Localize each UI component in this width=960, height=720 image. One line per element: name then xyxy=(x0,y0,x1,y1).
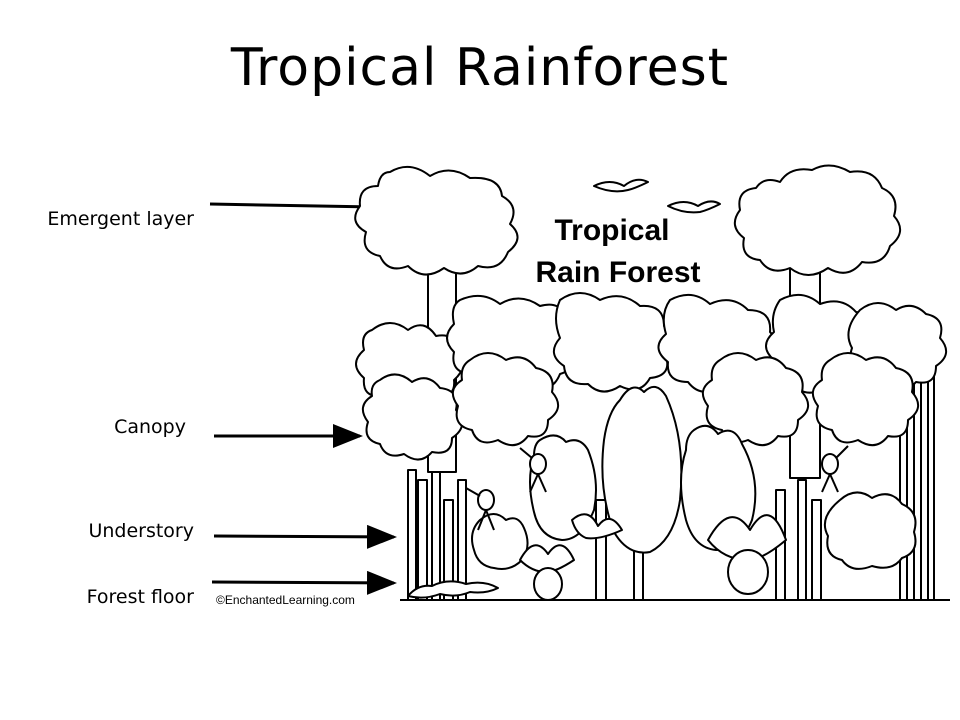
bird-1 xyxy=(593,178,649,193)
bush-right xyxy=(824,491,917,570)
page-title: Tropical Rainforest xyxy=(230,38,730,98)
emergent-crown-right xyxy=(733,164,901,276)
pointer-forest-floor xyxy=(211,570,397,595)
plant-center xyxy=(707,514,787,595)
emergent-crown-left xyxy=(354,165,519,276)
canopy-crown-10 xyxy=(811,352,919,447)
plant-small xyxy=(571,513,623,540)
pointer-understory xyxy=(213,524,397,549)
label-canopy: Canopy xyxy=(114,416,186,438)
illustration-title-line1: Tropical xyxy=(554,214,669,247)
credit-text: ©EnchantedLearning.com xyxy=(216,593,355,607)
monkey-center xyxy=(519,447,547,493)
canopy-crown-7 xyxy=(361,373,463,461)
label-emergent-layer: Emergent layer xyxy=(47,208,194,230)
plant-left xyxy=(519,544,575,601)
label-forest-floor: Forest floor xyxy=(86,586,194,608)
forest-illustration xyxy=(354,164,950,601)
understory-tree-center xyxy=(601,385,683,554)
canopy-crown-9 xyxy=(701,352,809,447)
illustration-title-line2: Rain Forest xyxy=(535,256,700,289)
monkey-right xyxy=(821,445,849,493)
lizard xyxy=(407,580,499,599)
bird-2 xyxy=(667,200,721,214)
canopy-crown-3 xyxy=(553,292,675,393)
label-understory: Understory xyxy=(88,520,194,542)
canopy-crown-8 xyxy=(451,352,559,447)
monkey-left xyxy=(465,487,495,531)
